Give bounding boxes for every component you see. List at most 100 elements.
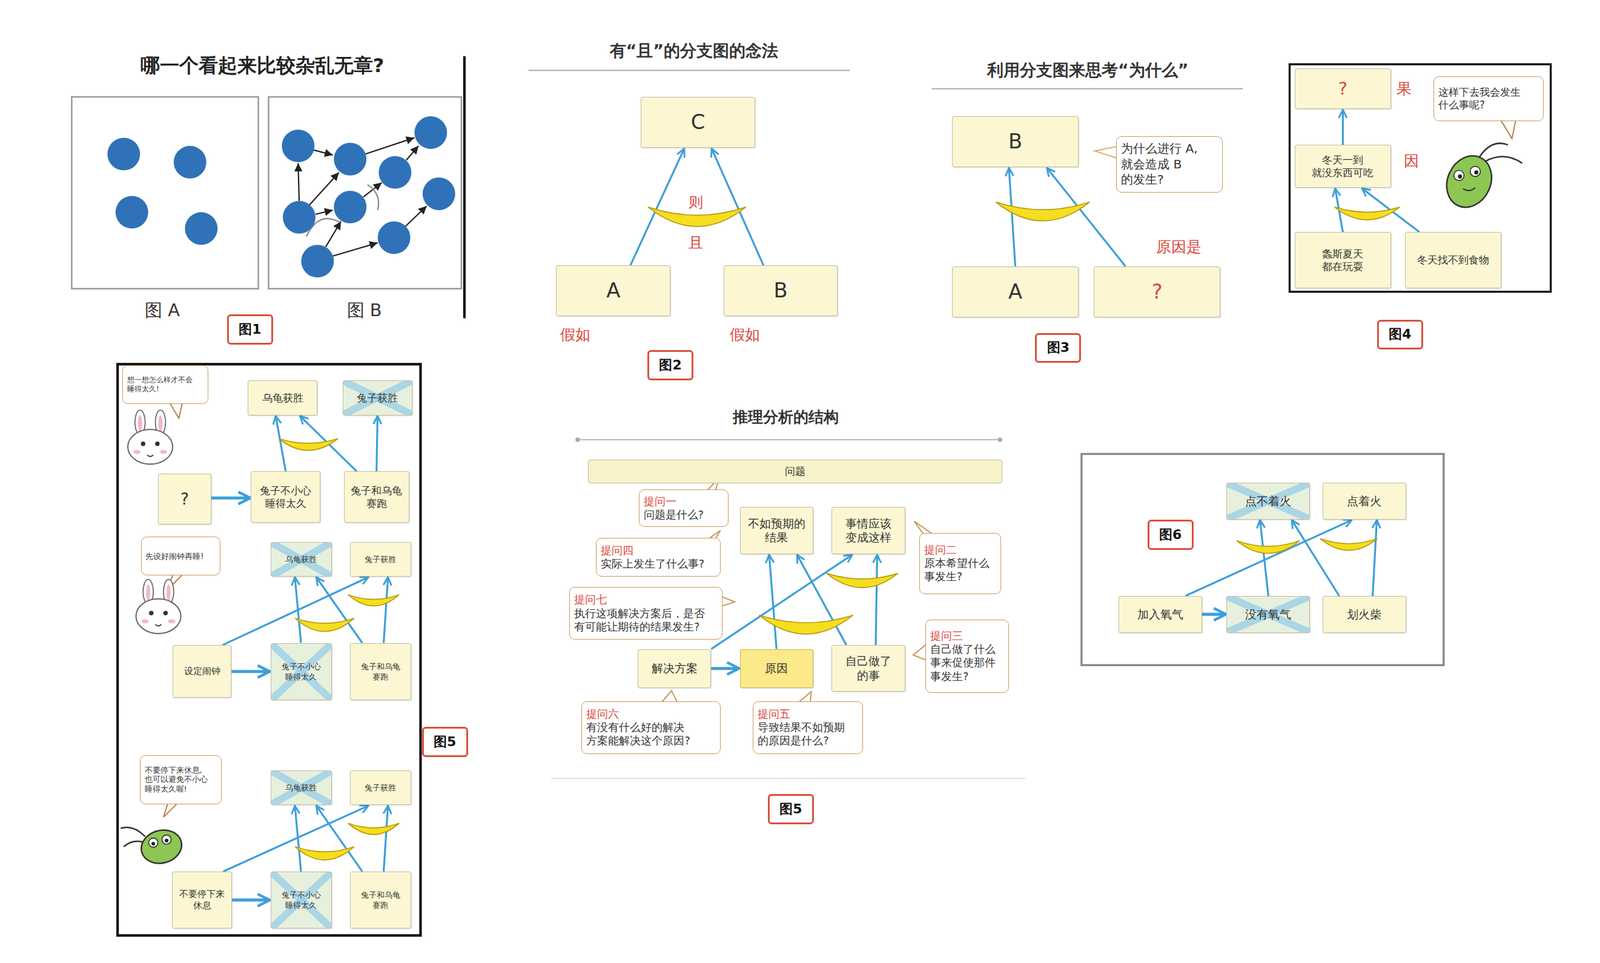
annotation-label: 原因是 [1156, 238, 1202, 257]
cross-tint [1226, 483, 1310, 520]
dot [333, 190, 367, 224]
flow-arrow [710, 666, 739, 670]
question-heading: 提问七 [574, 592, 607, 607]
question-heading: 提问五 [757, 707, 791, 721]
process-box: 加入氧气 [1118, 595, 1203, 633]
process-box: 没有氧气 [1226, 595, 1310, 633]
curve-mark [367, 184, 379, 211]
cross-tint [343, 380, 412, 415]
node-text: 加入氧气 [1137, 607, 1184, 622]
question-heading: 提问四 [600, 543, 634, 558]
node-text: 先设好闹钟再睡! [145, 551, 204, 562]
node-text: 原因 [764, 661, 788, 676]
rabbit-ear-inner [158, 415, 163, 432]
node-text: 想一想怎么样才不会 睡得太久! [127, 375, 195, 394]
cross-line [271, 542, 332, 576]
node-text: 点不着火 [1245, 494, 1292, 509]
and-banana [348, 823, 400, 835]
dot [377, 221, 411, 254]
rabbit-cheek [141, 618, 149, 624]
process-box: 自己做了 的事 [831, 644, 905, 693]
annotation-label: 图 B [347, 299, 383, 321]
cause-box: 原因 [740, 649, 814, 688]
dot [115, 195, 149, 229]
and-banana [759, 615, 854, 635]
flow-arrow [383, 577, 389, 644]
rabbit-mouth [155, 624, 162, 627]
speech-callout: 先设好闹钟再睡! [141, 536, 221, 576]
annotation-label: 果 [1396, 79, 1412, 98]
cross-line [343, 380, 412, 415]
process-box: A [952, 266, 1079, 318]
rabbit-eye [141, 441, 146, 446]
node-text: 原本希望什么 事发生? [924, 556, 993, 584]
speech-callout: 这样下去我会发生 什么事呢? [1433, 76, 1544, 122]
speech-callout: 提问二原本希望什么 事发生? [919, 532, 1002, 595]
node-text: 不要停下来休息, 也可以避免不小心 睡得太久喔! [144, 765, 209, 794]
flow-arrow [1008, 167, 1015, 266]
process-box: 螽斯夏天 都在玩耍 [1294, 231, 1391, 289]
node-text: ? [180, 488, 189, 510]
cross-tint [271, 872, 332, 928]
dot [378, 156, 412, 189]
rabbit-mouth [147, 454, 154, 457]
flow-arrow [1202, 612, 1226, 616]
process-box: ? [158, 473, 212, 525]
rabbit-cheek [168, 618, 176, 624]
cross-tint [271, 770, 332, 805]
node-text: 兔子和乌龟 赛跑 [358, 889, 403, 911]
flow-arrow [222, 805, 369, 872]
node-text: 点着火 [1346, 494, 1382, 509]
node-text: ? [1338, 78, 1348, 100]
cross-line [271, 770, 332, 805]
and-banana [278, 438, 338, 450]
speech-callout: 提问三自己做了什么 事来促使那件 事发生? [925, 619, 1009, 693]
cross-tint [1226, 596, 1310, 633]
flow-arrow [316, 805, 363, 872]
annotation-label: 图 A [144, 299, 180, 321]
bug-pupil [151, 841, 156, 846]
bug-eye [1454, 170, 1465, 181]
panel-frame [1081, 454, 1444, 666]
rule-end [575, 437, 580, 442]
cross-line [271, 770, 332, 805]
flow-arrow [211, 496, 251, 500]
node-text: 有没有什么好的解决 方案能解决这个原因? [586, 720, 698, 748]
annotation-label: 且 [688, 234, 704, 252]
link-arrow [297, 162, 300, 201]
figure-frame [71, 96, 258, 289]
dot [173, 145, 207, 179]
process-box: 划火柴 [1322, 595, 1407, 633]
process-box: 乌龟获胜 [270, 542, 332, 577]
process-box: 事情应该 变成这样 [831, 506, 905, 555]
flow-arrow [231, 669, 270, 673]
process-box: 兔子获胜 [342, 380, 413, 415]
process-box: 兔子和乌龟 赛跑 [350, 871, 412, 929]
process-box: ? [1093, 266, 1221, 318]
rabbit-ear-inner [138, 415, 143, 432]
speech-callout: 想一想怎么样才不会 睡得太久! [122, 365, 209, 404]
process-box: ? [1294, 68, 1391, 110]
speech-callout: 不要停下来休息, 也可以避免不小心 睡得太久喔! [139, 755, 222, 805]
flow-arrow [222, 577, 369, 645]
cross-line [343, 380, 412, 415]
bug-body [137, 825, 186, 868]
process-box: 设定闹钟 [172, 644, 232, 699]
cross-line [1226, 596, 1310, 633]
node-text: 这样下去我会发生 什么事呢? [1438, 85, 1525, 112]
figure-number: 图3 [1034, 333, 1081, 364]
node-text: 为什么进行 A, 就会造成 B 的发生? [1120, 141, 1204, 188]
node-text: A [1008, 279, 1023, 305]
panel-heading: 推理分析的结构 [732, 408, 839, 427]
node-text: 兔子获胜 [356, 391, 398, 405]
panel-rule [551, 777, 1026, 779]
and-banana [1236, 540, 1300, 554]
dot [333, 142, 367, 176]
link-arrow [405, 205, 427, 227]
flow-arrow [710, 554, 853, 650]
rabbit-eye [148, 611, 154, 616]
process-box: 兔子和乌龟 赛跑 [350, 643, 412, 701]
flow-arrow [875, 554, 877, 645]
flow-arrow [630, 148, 685, 266]
rabbit-ear-inner [145, 584, 151, 601]
